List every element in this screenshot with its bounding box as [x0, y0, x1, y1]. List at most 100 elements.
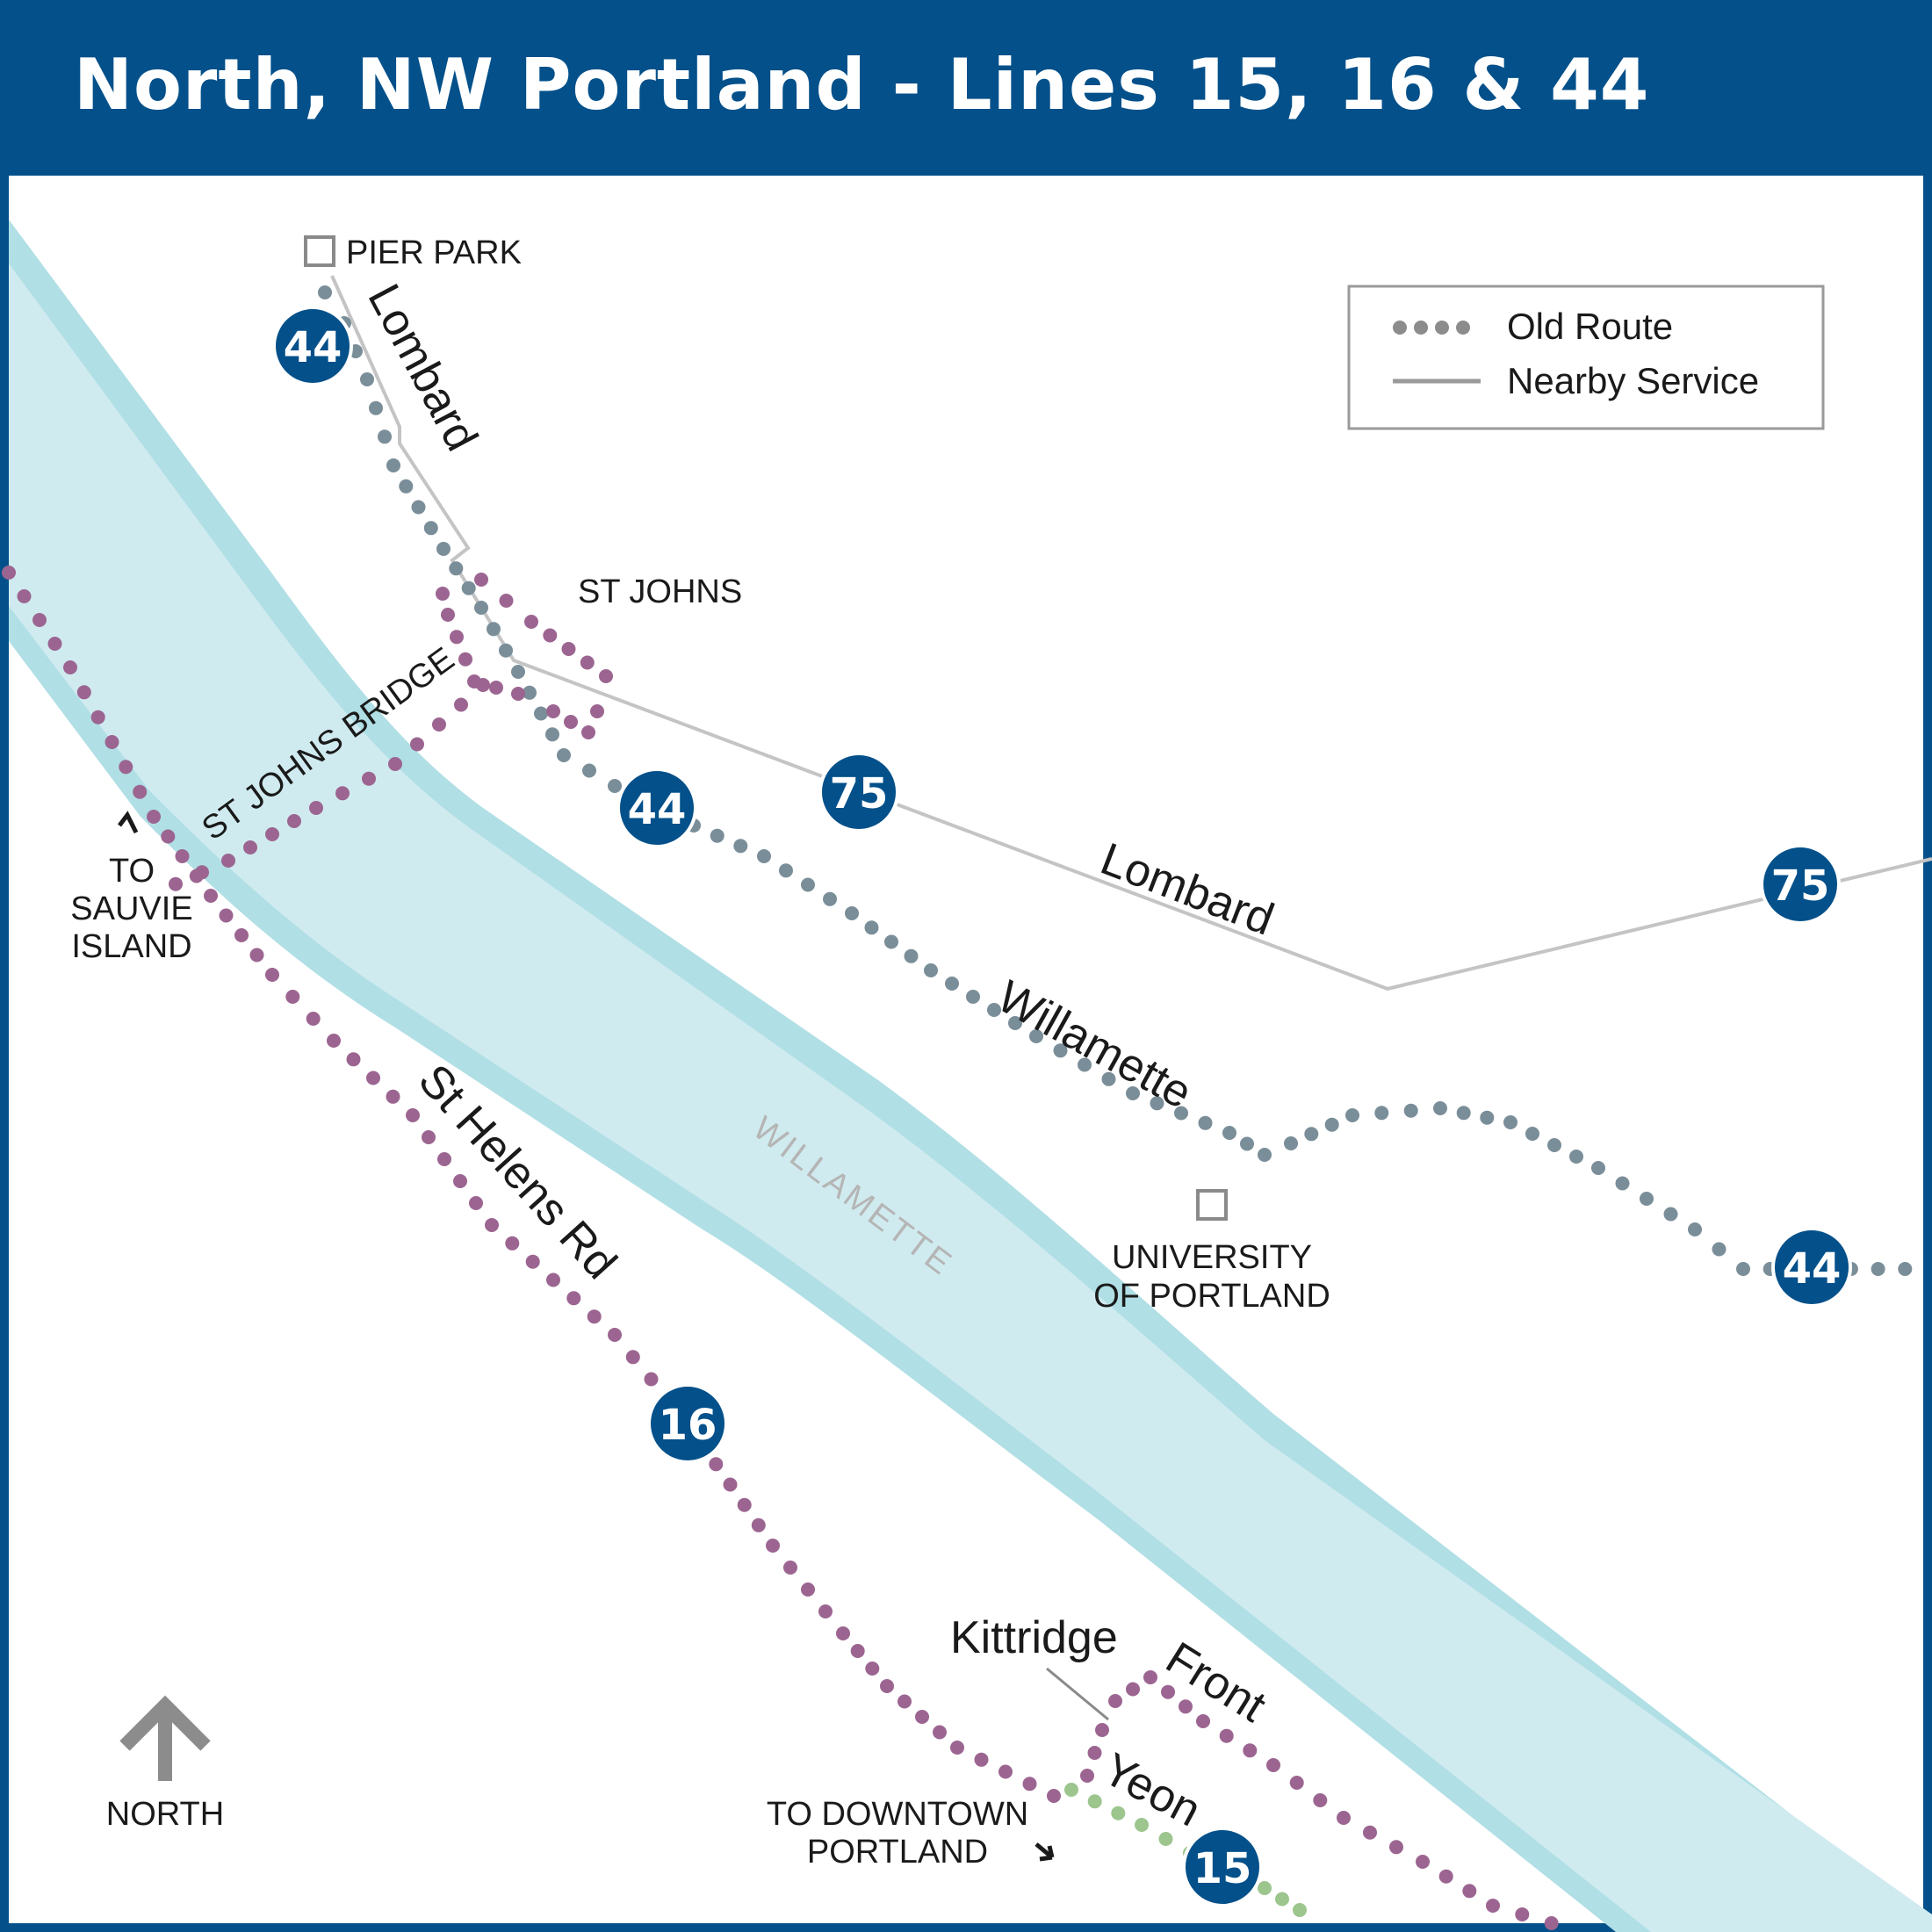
- route-dot: [436, 542, 451, 556]
- route-dot: [801, 1582, 815, 1597]
- to-sauvie-label-line1: TO: [109, 853, 155, 890]
- route-dot: [561, 642, 576, 656]
- route-dot: [511, 665, 525, 679]
- route-dot: [285, 990, 300, 1004]
- route-dot: [1198, 1115, 1213, 1130]
- route-dot: [1438, 1869, 1453, 1884]
- route-dot: [461, 580, 476, 595]
- route-dot: [76, 685, 91, 700]
- route-dot: [1126, 1682, 1140, 1697]
- university-label-line1: UNIVERSITY: [1112, 1239, 1312, 1276]
- route-dot: [644, 1372, 659, 1387]
- route-dot: [378, 429, 392, 444]
- route-dot: [265, 968, 279, 982]
- route-dot: [1503, 1115, 1517, 1129]
- route-dot: [147, 810, 161, 824]
- route-dot: [346, 1052, 361, 1067]
- route-dot: [369, 400, 383, 415]
- route-dot: [524, 615, 538, 629]
- route-dot: [1222, 1126, 1236, 1140]
- route-dot: [766, 1539, 780, 1553]
- route-dot: [1289, 1776, 1304, 1790]
- route-dot: [608, 779, 622, 793]
- route-dot: [845, 906, 859, 920]
- route-dot: [161, 829, 176, 844]
- route-dot: [1486, 1899, 1500, 1913]
- route-dot: [625, 1350, 640, 1365]
- route-dot: [1480, 1110, 1495, 1125]
- route-dot: [1108, 1694, 1122, 1708]
- route-badge-15: 15: [1182, 1827, 1263, 1907]
- route-dot: [406, 1108, 420, 1122]
- route-dot: [422, 1130, 436, 1144]
- route-dot: [1196, 1714, 1210, 1728]
- nearby-service-lines: [330, 275, 1932, 991]
- route-dot: [63, 660, 77, 674]
- route-dot: [318, 285, 332, 299]
- legend-box: [1347, 285, 1825, 430]
- route-dot: [898, 1694, 912, 1709]
- route-dot: [1515, 1907, 1530, 1921]
- route-badge-75: 75: [1760, 844, 1841, 925]
- route-dot: [545, 727, 559, 742]
- route-dot: [458, 652, 472, 667]
- route-dot: [1008, 1016, 1022, 1030]
- route-dot: [1293, 1903, 1307, 1917]
- route-dot: [175, 849, 190, 863]
- route-dot: [546, 704, 560, 718]
- to-downtown-portland: TO DOWNTOWN PORTLAND: [767, 1796, 1055, 1871]
- route-dot: [1022, 1777, 1037, 1791]
- route-dot: [1640, 1192, 1654, 1206]
- route-dot: [410, 737, 424, 752]
- route-dot: [1389, 1840, 1403, 1855]
- route-dot: [534, 706, 548, 721]
- route-dot: [1337, 1811, 1351, 1825]
- route-dot: [1150, 1096, 1164, 1111]
- route-dot: [1240, 1136, 1254, 1151]
- route-dot: [1111, 1806, 1126, 1820]
- route-dot: [818, 1604, 833, 1618]
- to-sauvie-label-line2: SAUVIE: [70, 890, 192, 927]
- route-dot: [1047, 1789, 1061, 1803]
- route-dot: [453, 1174, 467, 1188]
- route-dot: [432, 717, 446, 732]
- route-dot: [1871, 1262, 1885, 1276]
- route-dot: [386, 458, 400, 472]
- route-dot: [411, 500, 426, 515]
- route-dot: [950, 1741, 964, 1755]
- route-dot: [234, 928, 249, 942]
- legend-old-route-swatch: [1393, 321, 1470, 335]
- route-dot: [474, 601, 488, 615]
- route-dot: [450, 630, 464, 645]
- route-badge-75: 75: [818, 752, 899, 833]
- route-dot: [581, 725, 595, 739]
- route-dot: [204, 889, 218, 903]
- route-dot: [249, 948, 264, 962]
- route-dot: [1462, 1884, 1477, 1899]
- route-dot: [1663, 1207, 1678, 1222]
- route-dot: [105, 735, 119, 749]
- route-dot: [933, 1725, 947, 1740]
- route-dot: [487, 622, 501, 637]
- route-dot: [195, 865, 209, 880]
- route-badge-16: 16: [647, 1383, 728, 1464]
- route-dot: [505, 1236, 520, 1251]
- route-dot: [1898, 1262, 1913, 1276]
- route-dot: [1087, 1794, 1102, 1809]
- route-dot: [1363, 1825, 1377, 1840]
- route-dot: [1284, 1136, 1298, 1150]
- route-dot: [823, 891, 837, 906]
- route-dot: [884, 934, 898, 949]
- route-dot: [1179, 1699, 1193, 1714]
- route-dot: [17, 589, 32, 603]
- route-dot: [599, 669, 613, 683]
- svg-text:15: 15: [1193, 1844, 1252, 1893]
- route-dot: [904, 948, 919, 963]
- route-dot: [265, 827, 279, 841]
- route-dot: [474, 573, 488, 587]
- to-sauvie-island: TO SAUVIE ISLAND: [70, 811, 193, 965]
- route-dot: [437, 1152, 451, 1166]
- route-dot: [441, 608, 455, 622]
- route-dot: [119, 760, 133, 775]
- route-dot: [2, 566, 16, 580]
